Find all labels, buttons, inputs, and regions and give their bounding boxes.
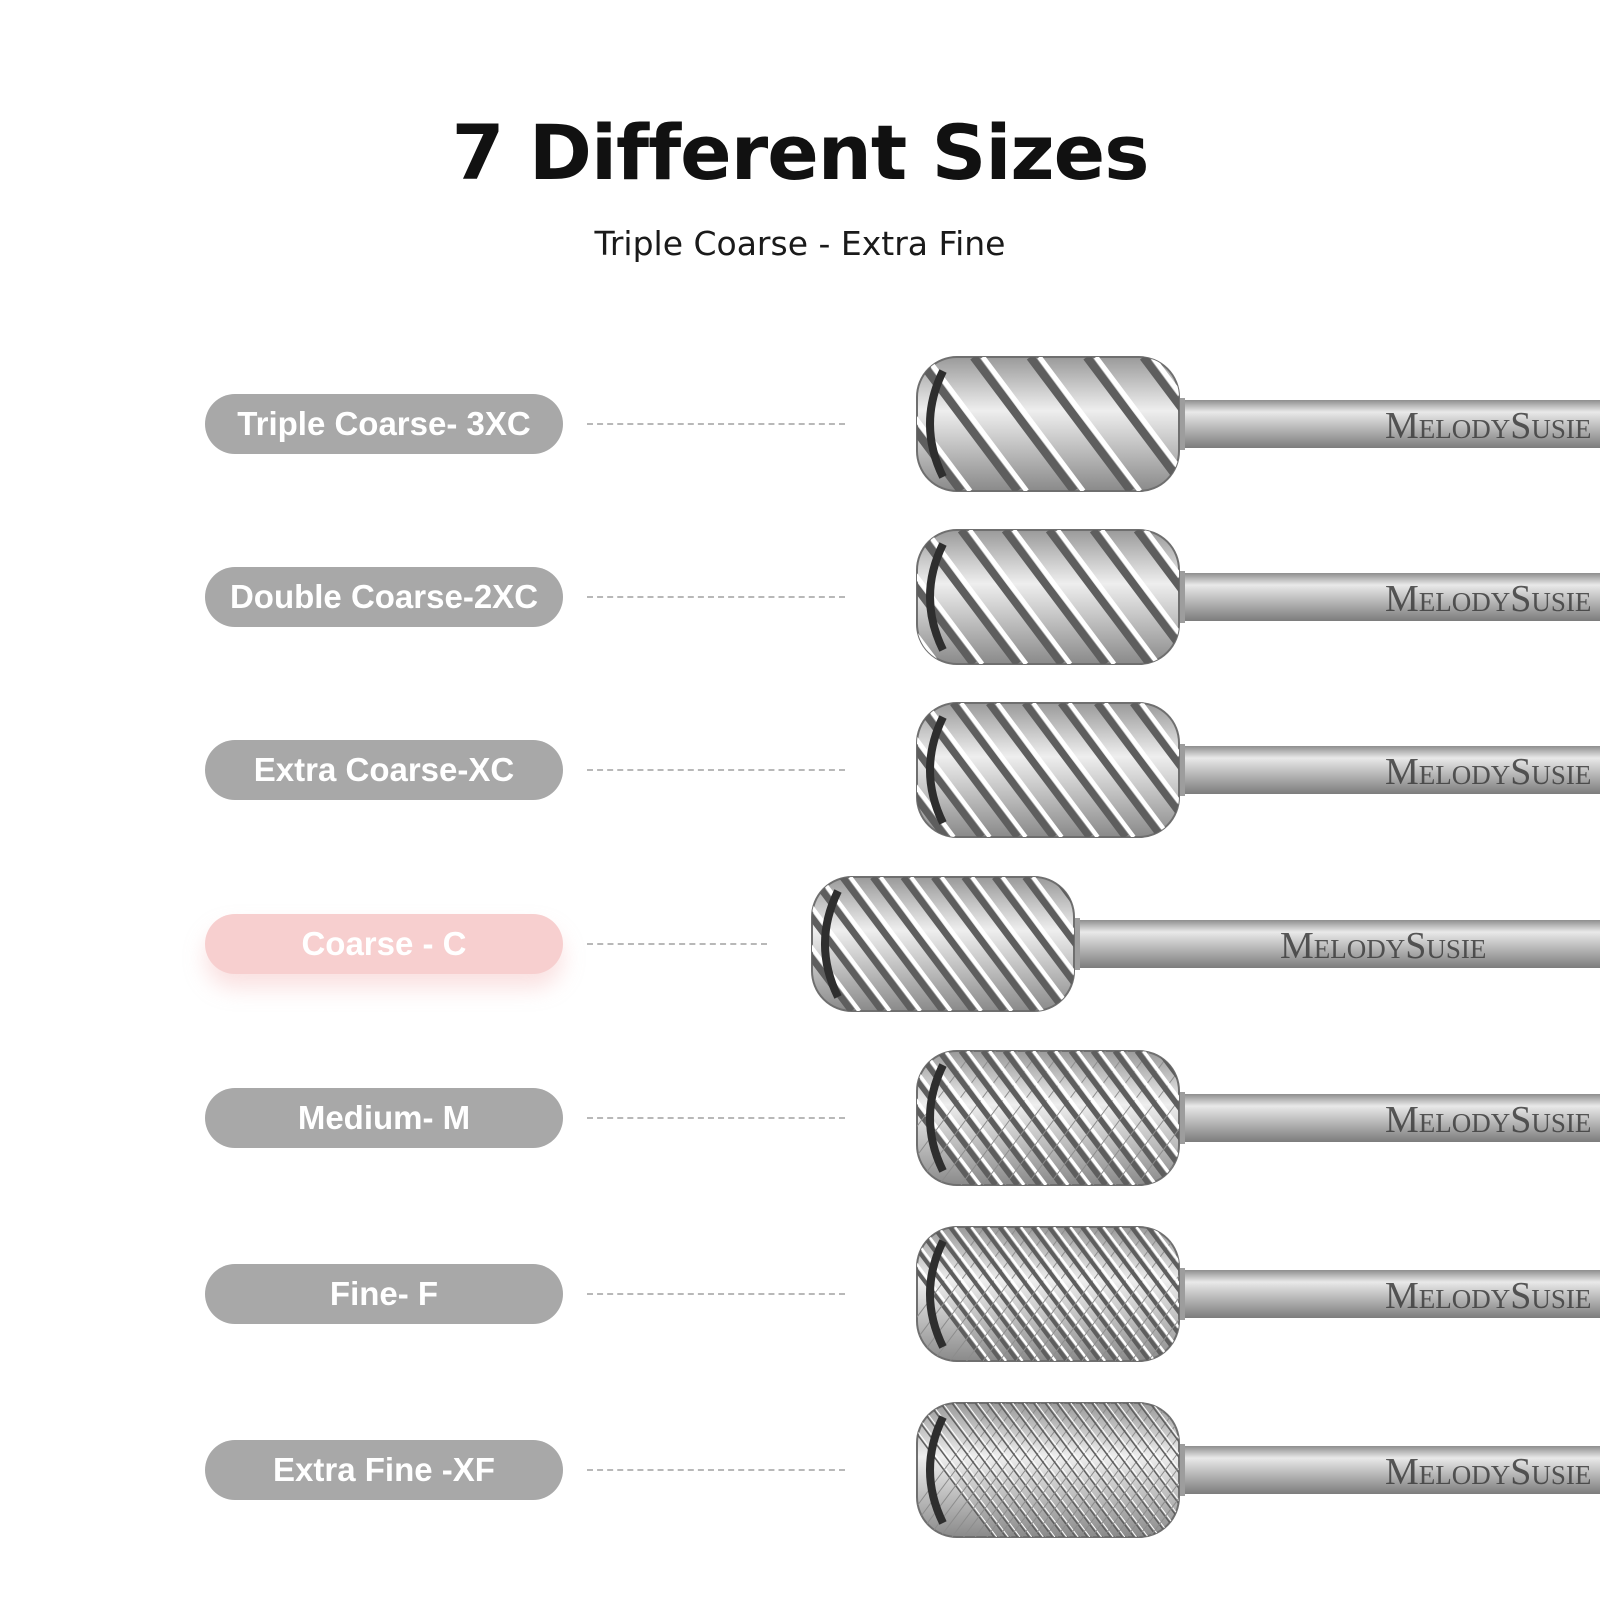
brand-engraving: MelodySusie: [1280, 925, 1486, 967]
grit-label: Medium- M: [205, 1088, 563, 1148]
brand-engraving: MelodySusie: [1385, 405, 1591, 447]
drill-tip: [926, 369, 947, 479]
grit-label: Extra Fine -XF: [205, 1440, 563, 1500]
drill-shank: [1171, 1446, 1600, 1494]
drill-bit-image: MelodySusie: [811, 876, 1600, 1012]
drill-flutes: [917, 357, 1179, 491]
connector-line: [587, 1117, 845, 1119]
drill-tip: [926, 1063, 947, 1173]
grit-label: Extra Coarse-XC: [205, 740, 563, 800]
connector-line: [587, 1469, 845, 1471]
drill-shank: [1171, 746, 1600, 794]
grit-row: Extra Fine -XF MelodySusie: [0, 1380, 1600, 1552]
drill-shank: [1171, 400, 1600, 448]
grit-row: Medium- M MelodySusie: [0, 1031, 1600, 1203]
drill-tip: [926, 542, 947, 652]
page-subtitle: Triple Coarse - Extra Fine: [594, 224, 1006, 263]
connector-line: [587, 596, 845, 598]
grit-row: Double Coarse-2XC MelodySusie: [0, 511, 1600, 683]
grit-label: Fine- F: [205, 1264, 563, 1324]
drill-bit-image: MelodySusie: [916, 356, 1600, 492]
drill-tip: [821, 889, 842, 999]
grit-label: Double Coarse-2XC: [205, 567, 563, 627]
connector-line: [587, 769, 845, 771]
brand-engraving: MelodySusie: [1385, 578, 1591, 620]
drill-shank: [1066, 920, 1600, 968]
drill-bit-image: MelodySusie: [916, 1402, 1600, 1538]
drill-tip: [926, 715, 947, 825]
grit-label: Triple Coarse- 3XC: [205, 394, 563, 454]
connector-line: [587, 1293, 845, 1295]
drill-shank: [1171, 1094, 1600, 1142]
brand-engraving: MelodySusie: [1385, 751, 1591, 793]
brand-engraving: MelodySusie: [1385, 1275, 1591, 1317]
drill-head: [811, 876, 1075, 1012]
drill-bit-image: MelodySusie: [916, 702, 1600, 838]
brand-engraving: MelodySusie: [1385, 1099, 1591, 1141]
drill-tip: [926, 1415, 947, 1525]
drill-bit-image: MelodySusie: [916, 1226, 1600, 1362]
grit-row: Triple Coarse- 3XC MelodySusie: [0, 338, 1600, 510]
drill-flutes: [917, 1227, 1179, 1361]
connector-line: [587, 423, 845, 425]
drill-tip: [926, 1239, 947, 1349]
drill-flutes: [917, 530, 1179, 664]
grit-row: Coarse - C MelodySusie: [0, 857, 1600, 1029]
drill-head: [916, 1050, 1180, 1186]
connector-line: [587, 943, 767, 945]
drill-shank: [1171, 573, 1600, 621]
page-title: 7 Different Sizes: [451, 108, 1150, 197]
drill-shank: [1171, 1270, 1600, 1318]
grit-row: Extra Coarse-XC MelodySusie: [0, 684, 1600, 856]
drill-bit-image: MelodySusie: [916, 1050, 1600, 1186]
drill-bit-image: MelodySusie: [916, 529, 1600, 665]
grit-row: Fine- F MelodySusie: [0, 1205, 1600, 1377]
brand-engraving: MelodySusie: [1385, 1451, 1591, 1493]
grit-label-selected: Coarse - C: [205, 914, 563, 974]
